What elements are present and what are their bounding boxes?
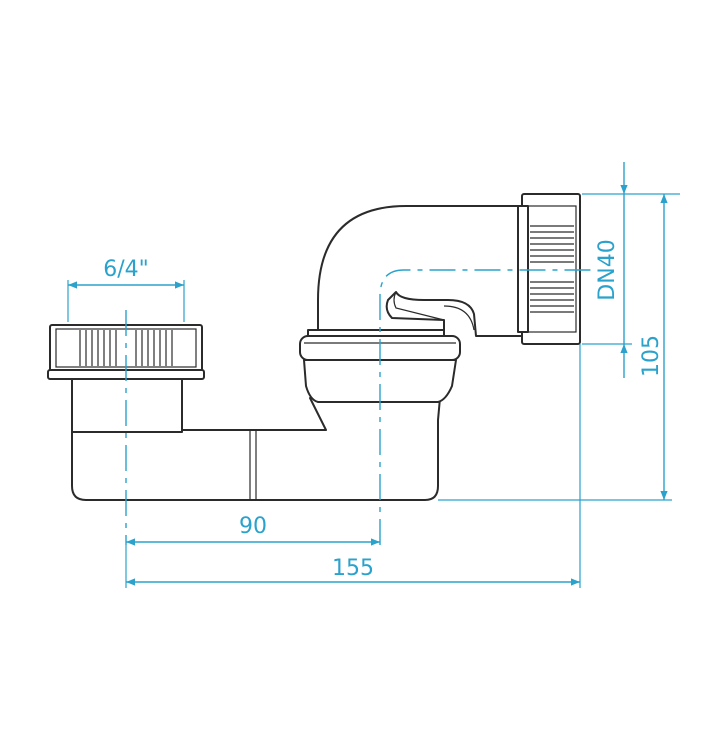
height-dimension: 105: [438, 194, 672, 501]
outlet-nut-ribs: [530, 225, 574, 313]
total-length-dimension: 155: [125, 344, 581, 588]
center-lines: [125, 269, 596, 545]
inlet-thread-label: 6/4": [103, 257, 149, 282]
inlet-thread-dimension: 6/4": [67, 257, 185, 322]
outlet-size-label: DN40: [595, 239, 620, 300]
siphon-body: [71, 378, 441, 501]
axis-distance-dimension: 90: [126, 514, 380, 546]
outlet-size-dimension: DN40: [582, 162, 680, 378]
inlet-riser: [71, 378, 183, 433]
total-length-label: 155: [332, 556, 374, 581]
axis-distance-label: 90: [239, 514, 267, 539]
outlet-elbow: [307, 205, 529, 337]
height-label: 105: [639, 335, 664, 377]
inlet-nut-ribs: [79, 330, 173, 366]
outlet-nut: [517, 193, 581, 345]
